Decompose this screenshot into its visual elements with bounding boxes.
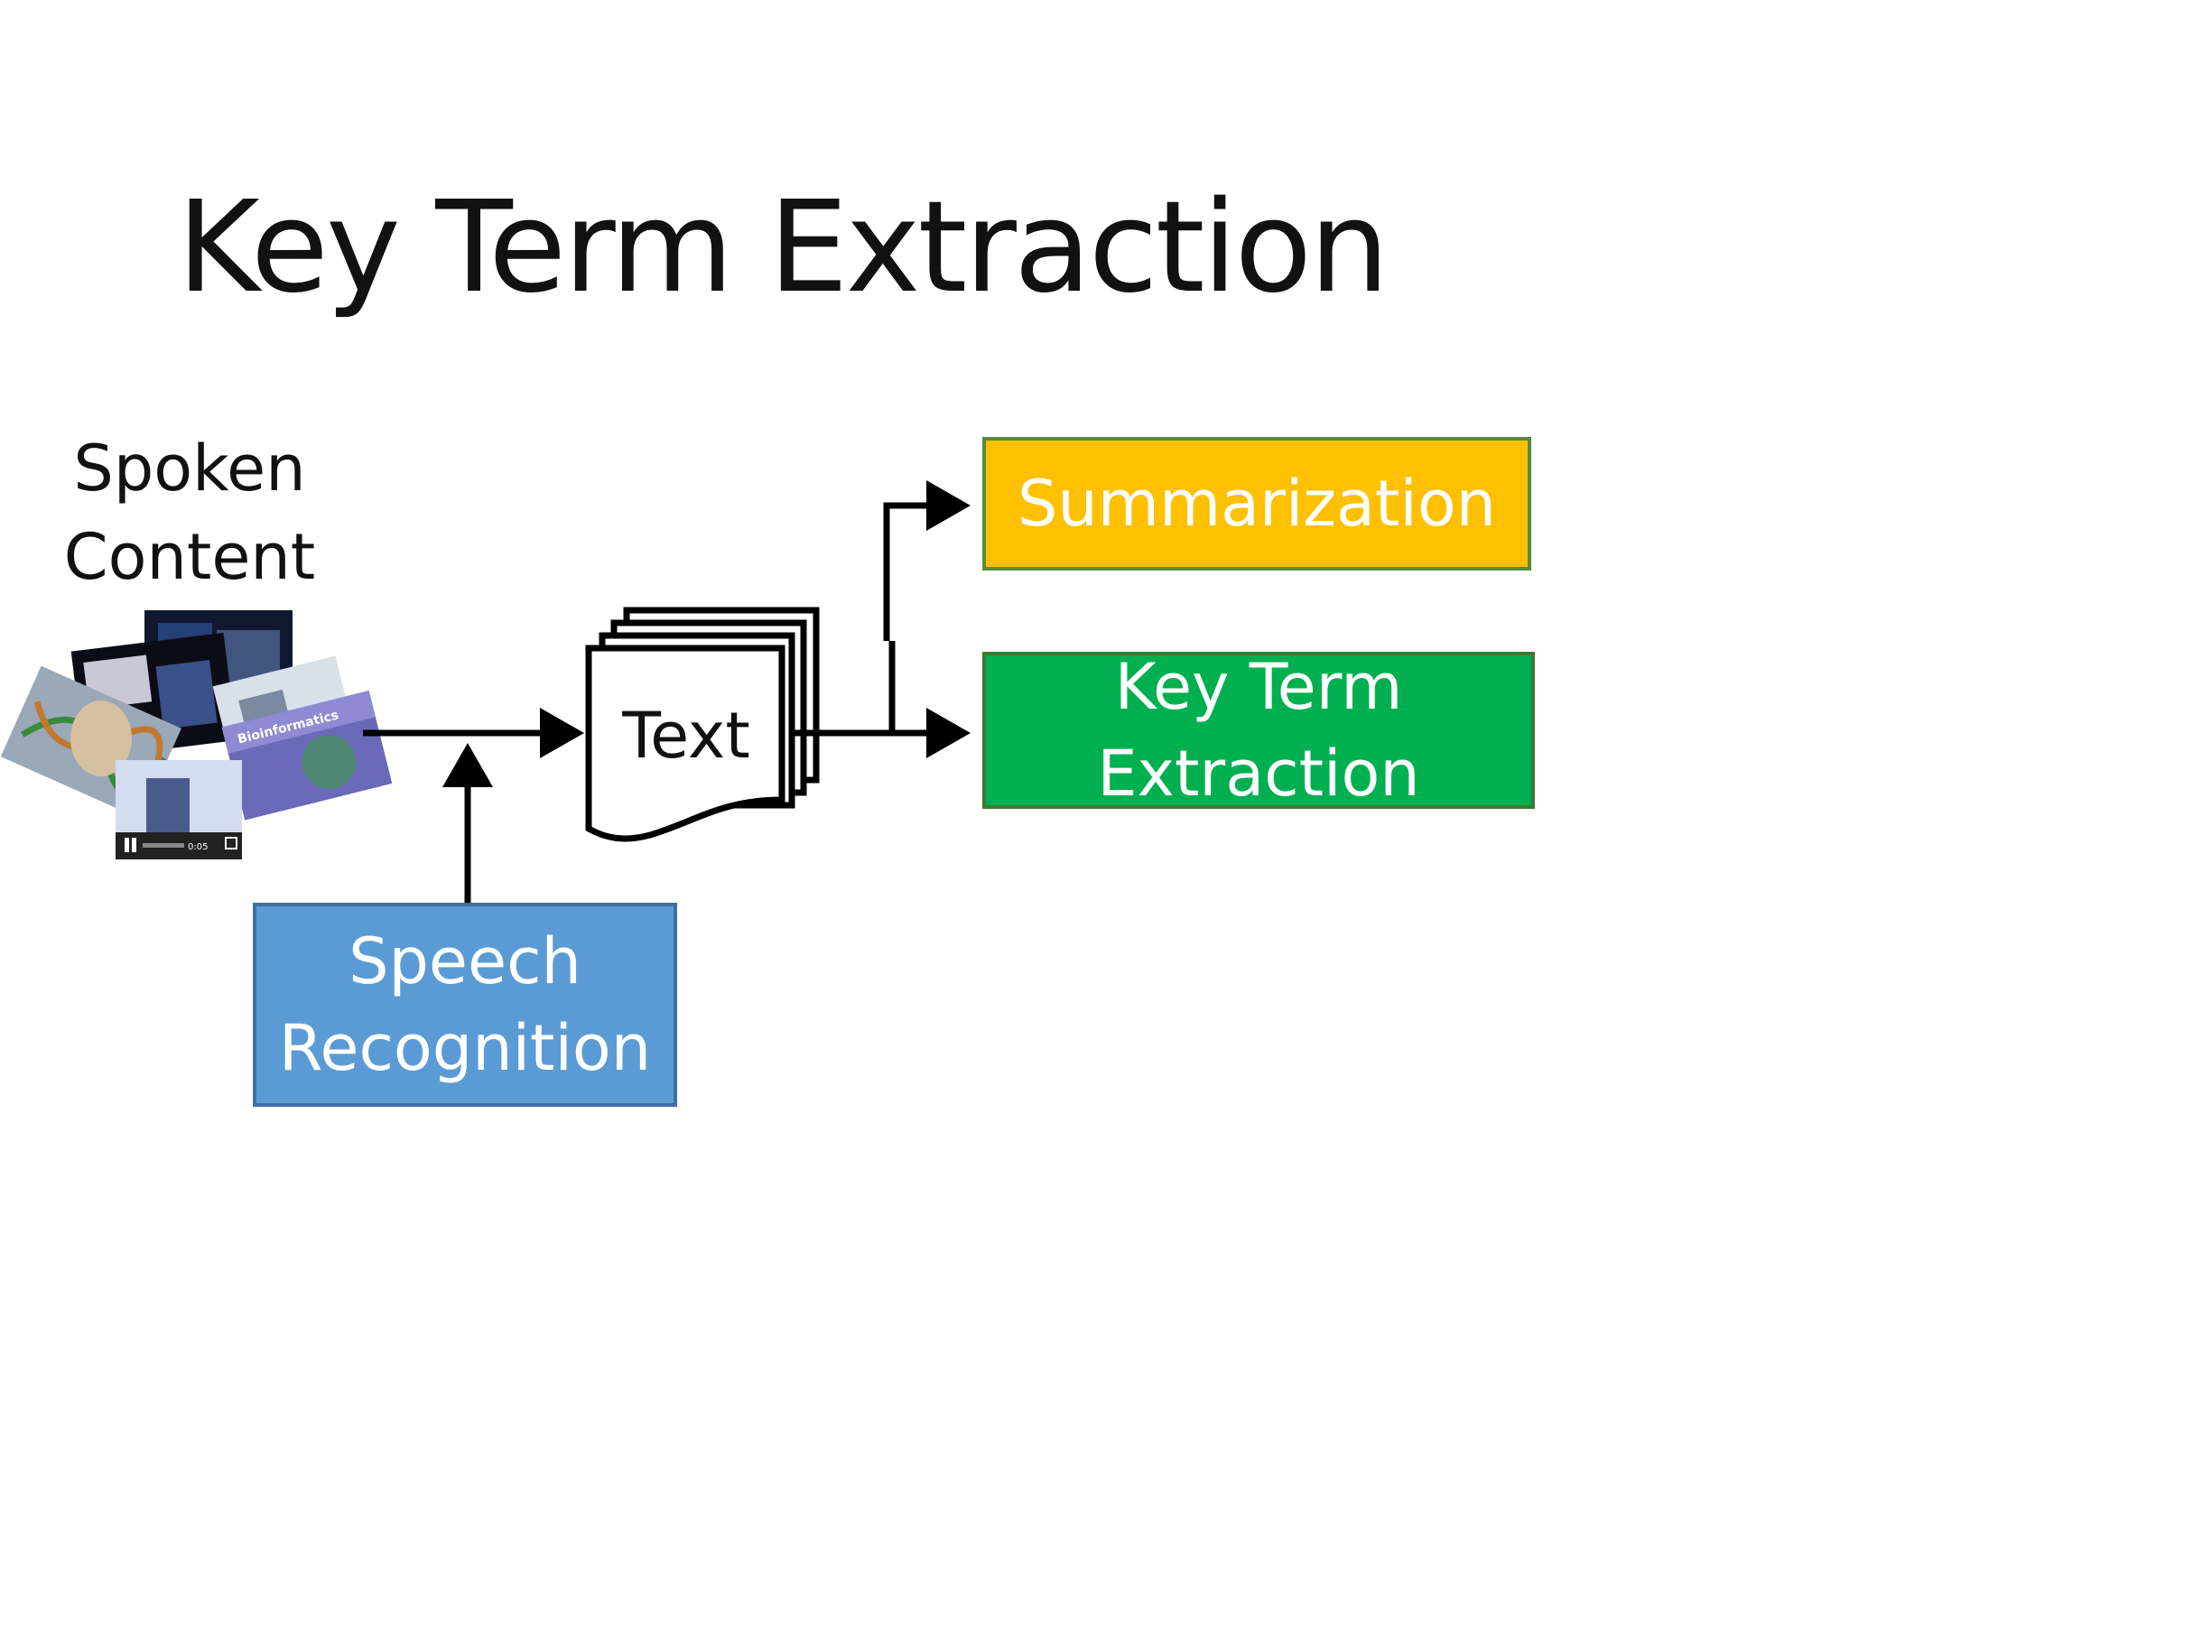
key-term-label-line1: Key Term bbox=[1114, 650, 1403, 724]
arrow-to-summarization bbox=[883, 480, 971, 641]
summarization-label: Summarization bbox=[1017, 467, 1497, 541]
video-thumbnails-collage-icon: Bioinformatics 0:05 bbox=[0, 610, 393, 859]
thumbnail-face bbox=[70, 701, 132, 776]
key-term-extraction-box: Key Term Extraction bbox=[982, 650, 1535, 811]
text-node-label: Text bbox=[622, 699, 750, 773]
speech-recognition-box: Speech Recognition bbox=[253, 903, 677, 1107]
key-term-label-line2: Extraction bbox=[1097, 737, 1420, 811]
speech-recognition-label-line1: Speech bbox=[349, 924, 581, 998]
summarization-box: Summarization bbox=[982, 437, 1531, 571]
connector-arrows bbox=[363, 480, 971, 903]
spoken-content-label-line2: Content bbox=[63, 520, 316, 594]
spoken-content-label: Spoken Content bbox=[36, 424, 343, 601]
speech-recognition-label-line2: Recognition bbox=[278, 1011, 652, 1085]
document-stack-icon bbox=[585, 607, 820, 842]
spoken-content-label-line1: Spoken bbox=[73, 432, 306, 506]
arrow-to-keyterm bbox=[888, 641, 971, 758]
video-time: 0:05 bbox=[188, 842, 208, 852]
slide-title: Key Term Extraction bbox=[177, 174, 1389, 321]
